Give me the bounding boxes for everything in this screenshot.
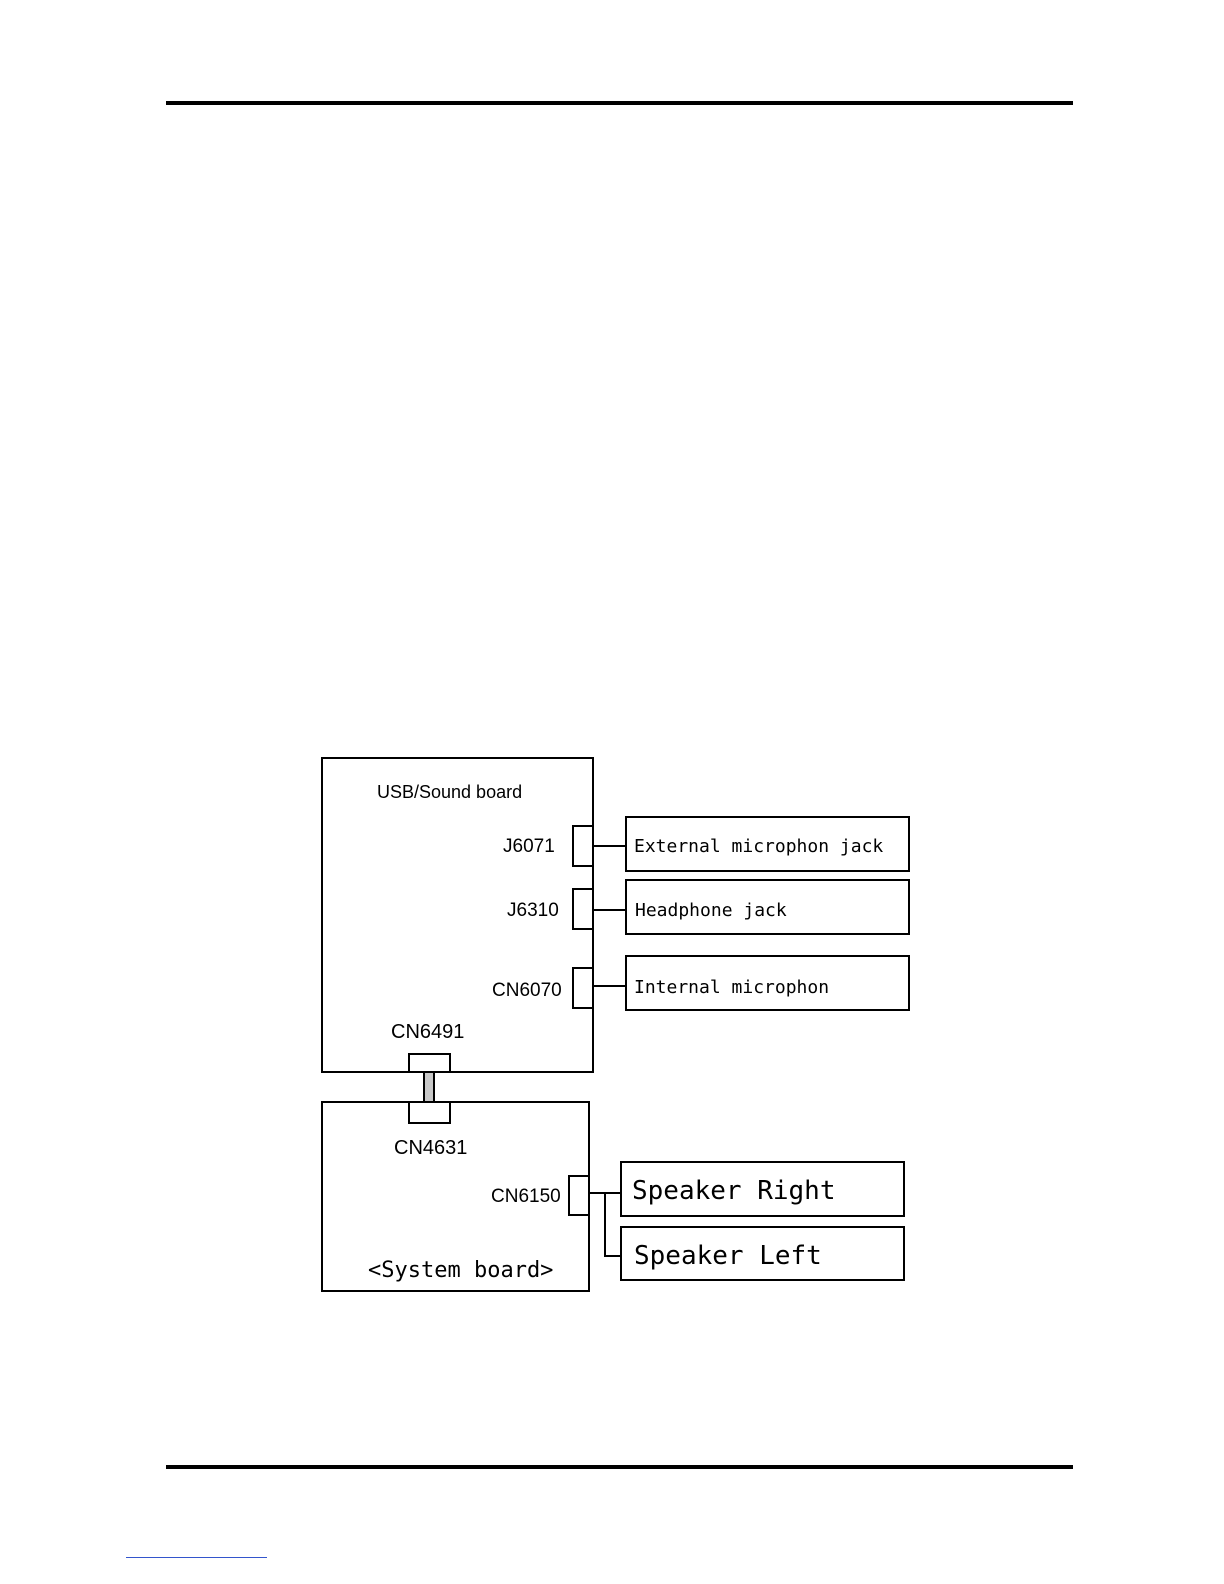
cn4631-connector <box>409 1102 450 1123</box>
system-board-label: <System board> <box>368 1258 553 1283</box>
usb-sound-board-label: USB/Sound board <box>377 782 522 802</box>
footer-rule <box>166 1465 1073 1469</box>
board-cable <box>424 1072 434 1102</box>
j6310-label: J6310 <box>507 900 559 921</box>
speaker-left-label: Speaker Left <box>634 1241 822 1271</box>
speaker-right-label: Speaker Right <box>632 1176 836 1206</box>
headphone-jack-label: Headphone jack <box>635 900 787 921</box>
cn6070-label: CN6070 <box>492 980 562 1001</box>
footer-link-underline[interactable] <box>126 1557 267 1558</box>
j6071-label: J6071 <box>503 836 555 857</box>
cn6150-connector <box>569 1176 589 1215</box>
external-mic-jack-label: External microphon jack <box>634 836 883 857</box>
speaker-left-wire <box>605 1193 621 1256</box>
internal-mic-label: Internal microphon <box>634 977 829 998</box>
cn6150-label: CN6150 <box>491 1186 561 1207</box>
j6310-connector <box>573 889 593 929</box>
cn6491-label: CN6491 <box>391 1021 464 1043</box>
cn6491-connector <box>409 1054 450 1072</box>
j6071-connector <box>573 826 593 866</box>
cn6070-connector <box>573 968 593 1008</box>
cn4631-label: CN4631 <box>394 1137 467 1159</box>
